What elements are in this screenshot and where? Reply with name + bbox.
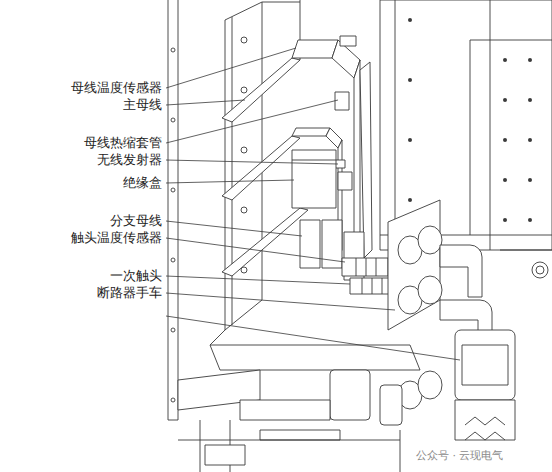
part-label: 母线温度传感器 (70, 80, 163, 96)
part-label: 无线发射器 (96, 152, 163, 168)
part-label: 分支母线 (109, 213, 163, 229)
part-label: 绝缘盒 (122, 175, 163, 191)
part-label: 触头温度传感器 (70, 230, 163, 246)
part-label: 断路器手车 (96, 285, 163, 301)
part-label: 一次触头 (109, 268, 163, 284)
part-label: 主母线 (122, 97, 163, 113)
part-label: 母线热缩套管 (83, 135, 163, 151)
watermark: 公众号 · 云现电气 (415, 448, 505, 464)
